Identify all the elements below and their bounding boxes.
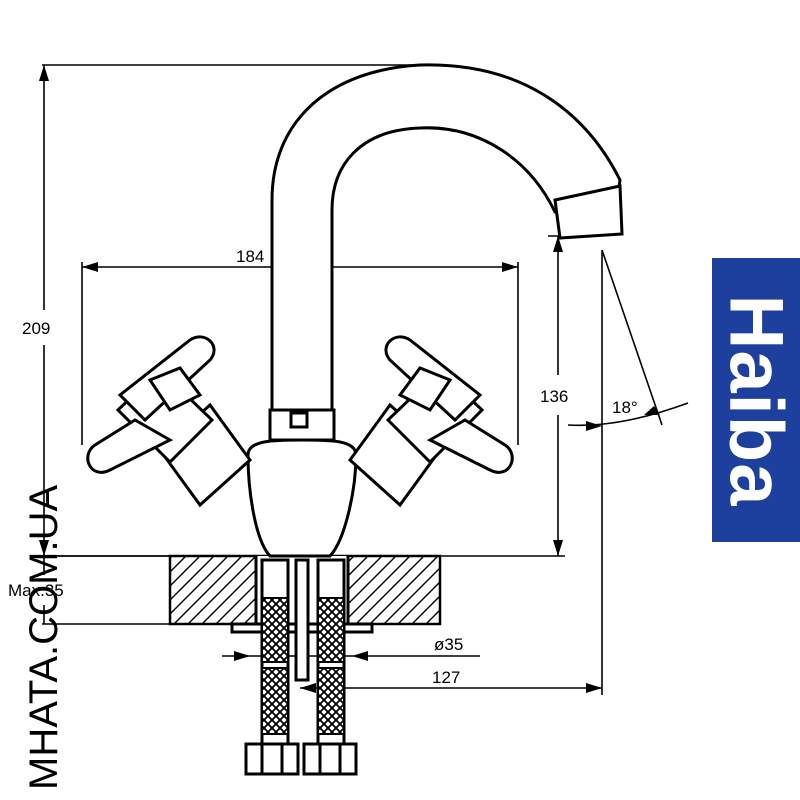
right-handle (347, 335, 514, 508)
brand-logo: Haiba (712, 258, 800, 542)
dimension-127 (300, 683, 602, 693)
label-max-thickness: Max.35 (8, 581, 64, 600)
dimension-136 (440, 235, 595, 557)
faucet-spout (270, 63, 624, 417)
left-handle (86, 335, 253, 508)
supply-hoses (244, 558, 358, 776)
label-spout-height: 136 (540, 387, 568, 406)
label-hole-diameter: ø35 (434, 635, 463, 654)
brand-name: Haiba (713, 294, 799, 506)
label-spout-angle: 18° (612, 398, 638, 417)
label-overall-height: 209 (22, 319, 50, 338)
dimension-max35 (42, 555, 170, 625)
label-handle-span: 184 (236, 247, 264, 266)
watermark: MHATA.COM.UA (22, 484, 66, 790)
dimension-angle-18 (567, 249, 689, 695)
label-spout-reach: 127 (432, 668, 460, 687)
faucet-body (246, 408, 358, 558)
